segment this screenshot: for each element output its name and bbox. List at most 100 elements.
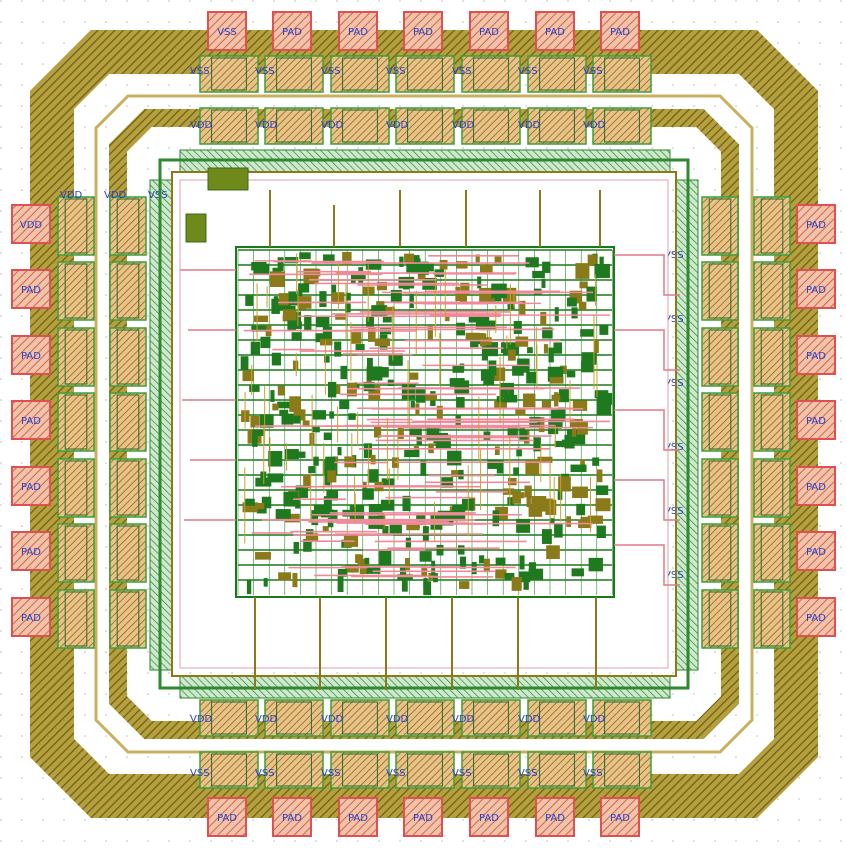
rail-label: VDD <box>518 120 541 131</box>
pad-label: PAD <box>806 613 826 624</box>
rail-label: VDD <box>321 714 344 725</box>
pad-right: PAD <box>796 335 836 375</box>
io-cell <box>199 107 259 145</box>
pad-left: PAD <box>11 466 51 506</box>
pad-label: PAD <box>217 813 237 824</box>
io-cell <box>753 261 791 321</box>
pad-label: VDD <box>20 220 43 231</box>
io-cells <box>57 55 791 789</box>
io-cell <box>461 699 521 737</box>
io-cell <box>701 392 739 452</box>
pad-right: PAD <box>796 466 836 506</box>
io-cell <box>753 458 791 518</box>
rail-label: VDD <box>518 714 541 725</box>
rail-label: VSS <box>190 66 210 77</box>
io-cell <box>527 751 587 789</box>
pad-label: PAD <box>282 27 302 38</box>
io-cell <box>395 55 455 93</box>
pad-bottom: PAD <box>207 797 247 837</box>
rail-label: VDD <box>386 714 409 725</box>
rail-label: VDD <box>452 714 475 725</box>
rail-label: VSS <box>664 442 684 453</box>
rail-label: VSS <box>148 190 168 201</box>
routing-wires <box>180 167 680 690</box>
rail-label: VDD <box>583 120 606 131</box>
rail-label: VSS <box>386 768 406 779</box>
io-cell <box>395 107 455 145</box>
pad-right: PAD <box>796 269 836 309</box>
rail-label: VDD <box>583 714 606 725</box>
io-cell <box>109 523 147 583</box>
pad-left: VDD <box>11 204 51 244</box>
io-cell <box>109 261 147 321</box>
io-cell <box>701 458 739 518</box>
rail-label: VSS <box>583 768 603 779</box>
io-cell <box>264 751 324 789</box>
rail-label: VSS <box>664 314 684 325</box>
io-cell <box>330 751 390 789</box>
io-cell <box>753 327 791 387</box>
io-cell <box>461 55 521 93</box>
rail-label: VDD <box>60 190 83 201</box>
pad-label: PAD <box>282 813 302 824</box>
pad-label: PAD <box>806 482 826 493</box>
io-cell <box>592 751 652 789</box>
pad-label: PAD <box>806 220 826 231</box>
rail-label: VSS <box>386 66 406 77</box>
rail-label: VDD <box>104 190 127 201</box>
pad-left: PAD <box>11 597 51 637</box>
io-cell <box>57 327 95 387</box>
io-cell <box>330 699 390 737</box>
pad-bottom: PAD <box>469 797 509 837</box>
rail-label: VSS <box>583 66 603 77</box>
pad-bottom: PAD <box>338 797 378 837</box>
pad-bottom: PAD <box>600 797 640 837</box>
rail-label: VDD <box>452 120 475 131</box>
pad-label: PAD <box>806 547 826 558</box>
pad-label: PAD <box>348 813 368 824</box>
io-cell <box>264 107 324 145</box>
pad-right: PAD <box>796 204 836 244</box>
pad-label: PAD <box>413 813 433 824</box>
io-cell <box>264 55 324 93</box>
io-cell <box>592 107 652 145</box>
pad-label: PAD <box>545 813 565 824</box>
io-cell <box>199 751 259 789</box>
pad-left: PAD <box>11 531 51 571</box>
rail-label: VSS <box>518 768 538 779</box>
io-cell <box>701 589 739 649</box>
io-cell <box>395 699 455 737</box>
pad-left: PAD <box>11 400 51 440</box>
pad-label: PAD <box>21 547 41 558</box>
io-cell <box>109 458 147 518</box>
rail-label: VSS <box>664 570 684 581</box>
io-cell <box>109 196 147 256</box>
io-cell <box>199 55 259 93</box>
io-cell <box>57 196 95 256</box>
io-cell <box>330 55 390 93</box>
pad-top: PAD <box>469 11 509 51</box>
io-cell <box>527 107 587 145</box>
pad-left: PAD <box>11 269 51 309</box>
bond-pads: VSS PAD PAD PAD PAD PAD PAD PAD PAD PAD PAD PAD PAD P… <box>11 11 836 837</box>
io-cell <box>701 261 739 321</box>
io-cell <box>701 327 739 387</box>
pad-left: PAD <box>11 335 51 375</box>
pad-label: VSS <box>217 27 237 38</box>
io-cell <box>109 589 147 649</box>
io-cell <box>57 523 95 583</box>
pad-label: PAD <box>479 813 499 824</box>
io-cell <box>57 392 95 452</box>
pad-label: PAD <box>610 813 630 824</box>
io-cell <box>753 196 791 256</box>
pad-label: PAD <box>21 482 41 493</box>
io-cell <box>57 458 95 518</box>
pad-bottom: PAD <box>535 797 575 837</box>
io-cell <box>264 699 324 737</box>
io-cell <box>527 55 587 93</box>
rail-label: VDD <box>321 120 344 131</box>
io-cell <box>330 107 390 145</box>
io-cell <box>109 327 147 387</box>
io-cell <box>395 751 455 789</box>
